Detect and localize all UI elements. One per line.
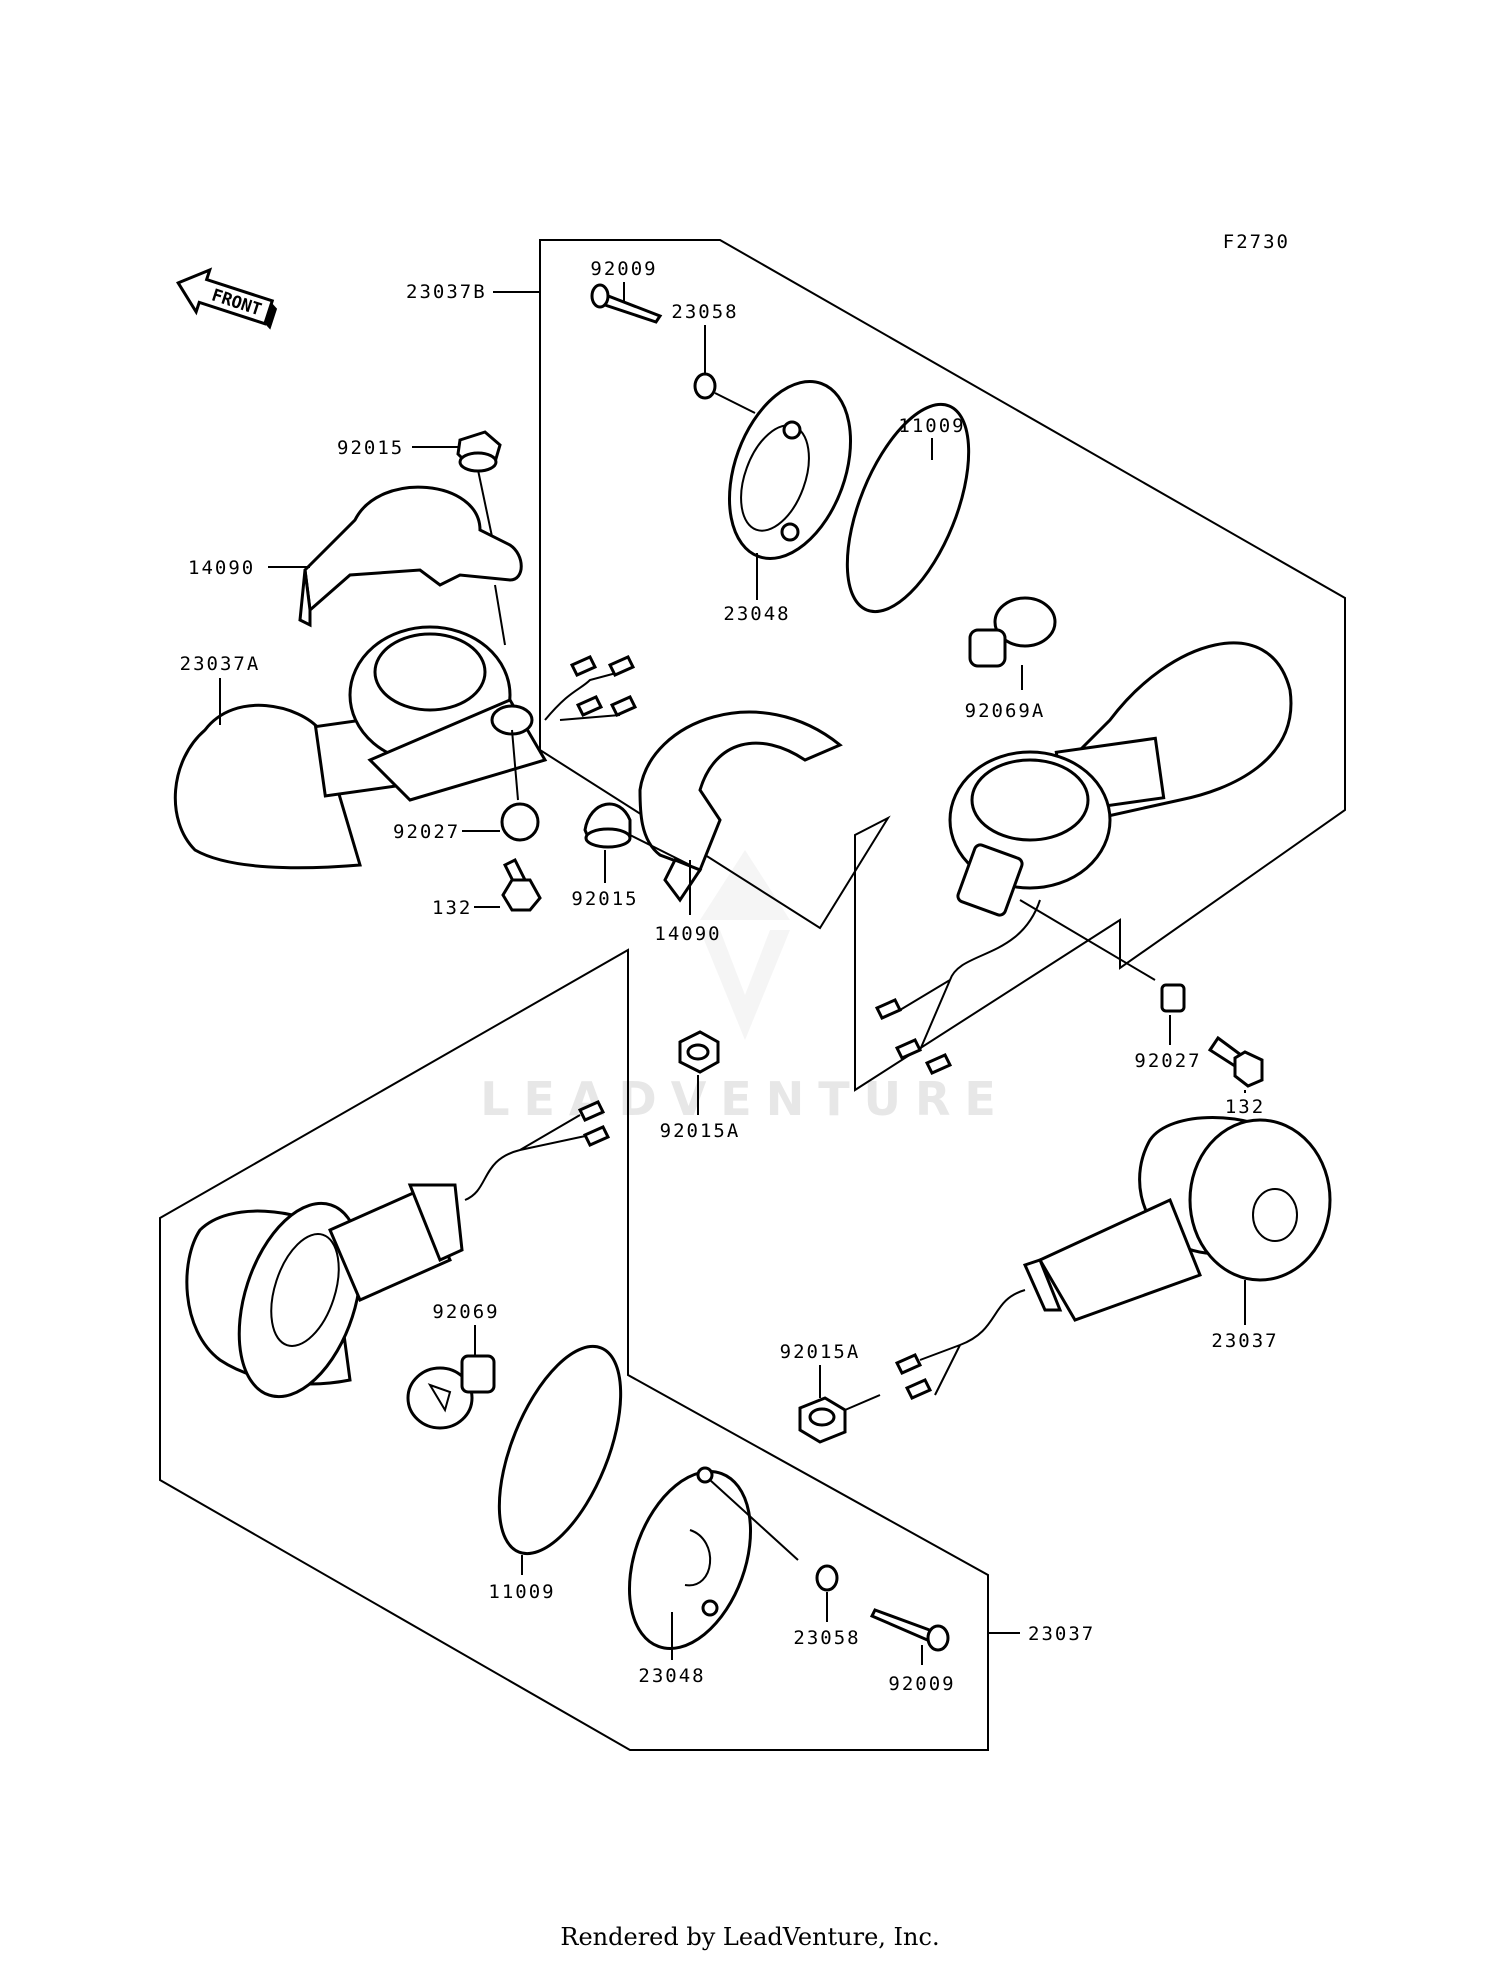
nut-92015A-mid (678, 1030, 720, 1074)
label-14090-left: 14090 (188, 557, 255, 579)
lens-23048-top (727, 380, 853, 560)
o-ring-11009-top (845, 402, 971, 614)
label-92009-top: 92009 (590, 258, 657, 280)
turn-signal-23037-left (185, 1100, 611, 1399)
washer-23058-top (693, 372, 717, 400)
leader-line (629, 834, 691, 866)
leader-line (511, 729, 519, 801)
label-23037B: 23037B (406, 281, 487, 303)
bolt-132-right (1207, 1035, 1264, 1088)
watermark-text: LEADVENTURE (480, 1072, 1010, 1126)
label-11009-bottom: 11009 (488, 1581, 555, 1603)
label-23048-bottom: 23048 (638, 1665, 705, 1687)
screw-92009-top (590, 283, 663, 324)
spacer-92027-left (500, 802, 540, 842)
turn-signal-23037-right (894, 1116, 1332, 1400)
bulb-92069 (406, 1354, 496, 1430)
group-outline-lower-left (159, 948, 989, 1751)
leader-line (1019, 899, 1156, 981)
washer-23058-bottom (815, 1564, 839, 1592)
label-92015A-mid: 92015A (660, 1120, 741, 1142)
footer-credit: Rendered by LeadVenture, Inc. (560, 1923, 939, 1951)
front-arrow-icon: FRONT (175, 267, 278, 330)
label-92027-left: 92027 (393, 821, 460, 843)
leader-line (714, 392, 756, 414)
label-92015A-right: 92015A (780, 1341, 861, 1363)
label-23037-bottom: 23037 (1028, 1623, 1095, 1645)
label-132-right: 132 (1225, 1096, 1265, 1118)
spacer-92027-right (1160, 983, 1186, 1013)
label-92015-mid: 92015 (571, 888, 638, 910)
bolt-132-left (501, 857, 542, 912)
bulb-92069A (968, 596, 1057, 668)
label-132-left: 132 (432, 897, 472, 919)
nut-92015A-right (798, 1396, 847, 1444)
nut-92015-left (456, 430, 502, 473)
label-leaders (219, 282, 1246, 1665)
label-23048-top: 23048 (723, 603, 790, 625)
label-92009-bottom: 92009 (888, 1673, 955, 1695)
leader-line (844, 1394, 881, 1411)
label-11009-top: 11009 (898, 415, 965, 437)
leader-line (494, 584, 506, 646)
lens-23048-bottom (627, 1466, 753, 1650)
label-92069: 92069 (432, 1301, 499, 1323)
bracket-14090-left (298, 485, 523, 628)
label-14090-mid: 14090 (654, 923, 721, 945)
label-92069A: 92069A (965, 700, 1046, 722)
label-92015-left: 92015 (337, 437, 404, 459)
leader-line (709, 1479, 799, 1561)
label-23058-top: 23058 (671, 301, 738, 323)
turn-signal-23037A (173, 625, 638, 870)
screw-92009-bottom (869, 1608, 950, 1652)
watermark-logo (700, 850, 790, 1040)
figure-code: F2730 (1223, 231, 1290, 253)
nut-92015-mid (583, 802, 632, 849)
o-ring-11009-bottom (497, 1344, 623, 1556)
label-23058-bottom: 23058 (793, 1627, 860, 1649)
turn-signal-23037B (874, 641, 1293, 1075)
label-23037-right: 23037 (1211, 1330, 1278, 1352)
label-92027-right: 92027 (1134, 1050, 1201, 1072)
label-23037A: 23037A (180, 653, 261, 675)
